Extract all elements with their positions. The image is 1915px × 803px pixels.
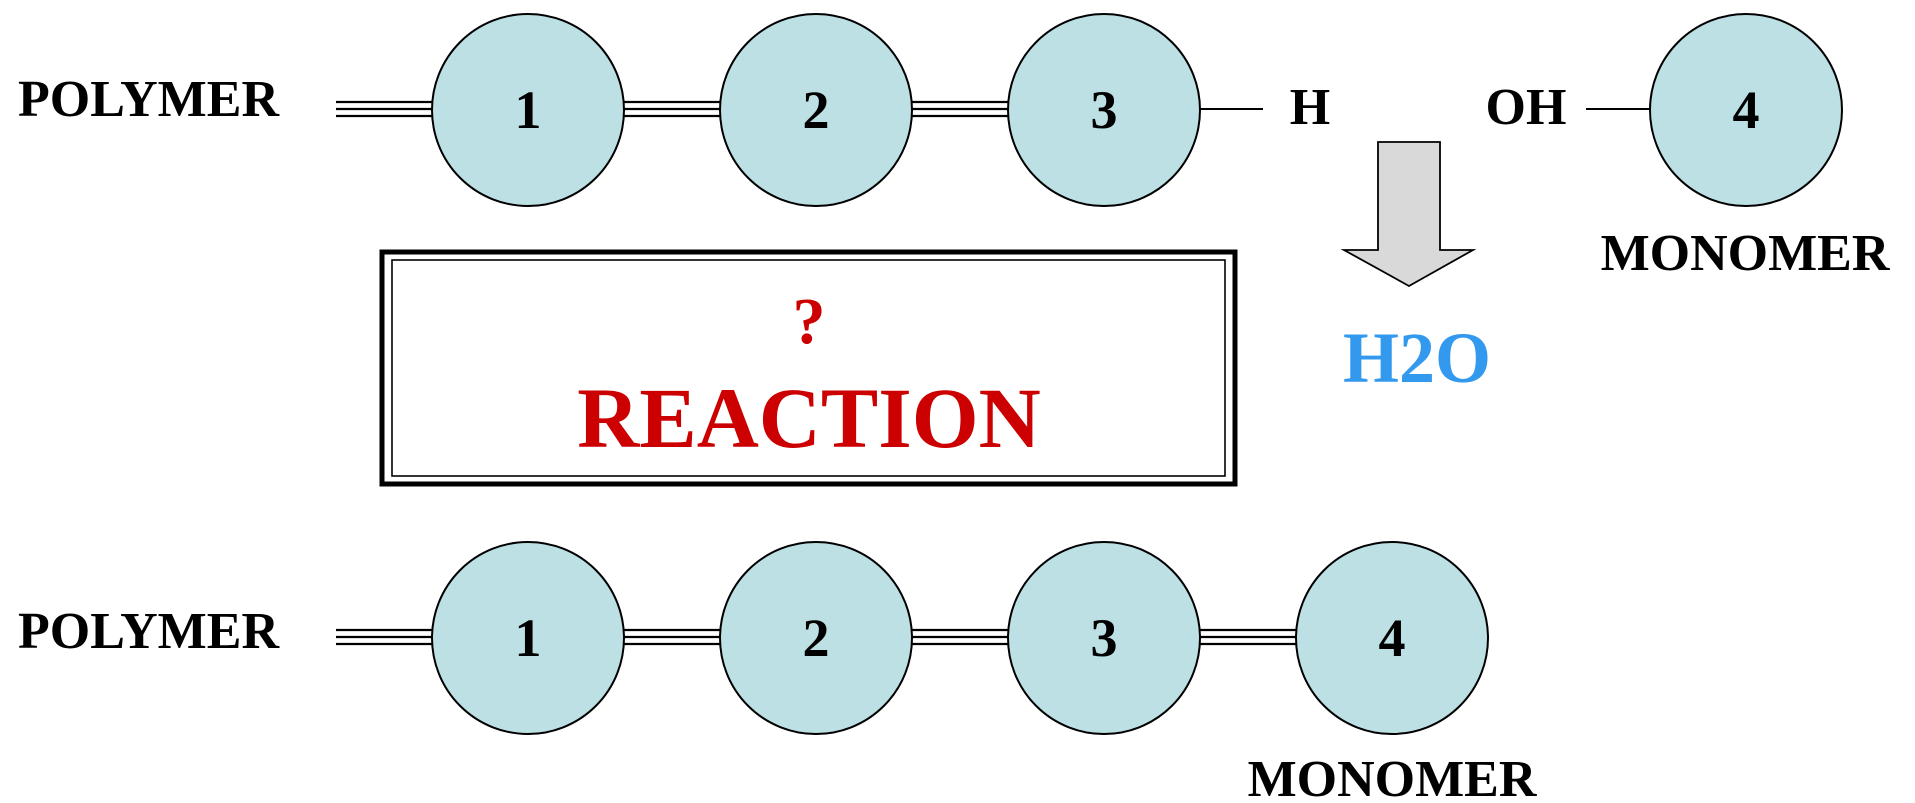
top-bond-polymer-1 bbox=[336, 100, 432, 118]
top-unit-3: 3 bbox=[1007, 13, 1201, 207]
top-unit-3-number: 3 bbox=[1091, 80, 1118, 140]
reaction-question-mark: ? bbox=[793, 285, 826, 358]
down-arrow-icon bbox=[1340, 141, 1477, 288]
bottom-unit-4: 4 bbox=[1295, 541, 1489, 735]
top-unit-2-number: 2 bbox=[803, 80, 830, 140]
bottom-unit-3: 3 bbox=[1007, 541, 1201, 735]
top-bond-2-3 bbox=[910, 100, 1010, 118]
bottom-unit-4-number: 4 bbox=[1379, 608, 1406, 668]
bottom-bond-2-3 bbox=[910, 628, 1010, 646]
top-end-group-h: H bbox=[1290, 79, 1330, 136]
bottom-bond-3-4 bbox=[1198, 628, 1298, 646]
top-bond-1-2 bbox=[622, 100, 722, 118]
bottom-bond-1-2 bbox=[622, 628, 722, 646]
water-byproduct-label: H2O bbox=[1343, 318, 1491, 398]
bottom-polymer-label: POLYMER bbox=[18, 603, 280, 660]
monomer-end-group-oh: OH bbox=[1486, 79, 1567, 136]
top-unit-1: 1 bbox=[431, 13, 625, 207]
free-monomer-label: MONOMER bbox=[1601, 225, 1891, 282]
top-polymer-label: POLYMER bbox=[18, 71, 280, 128]
free-monomer-unit-4: 4 bbox=[1649, 13, 1843, 207]
top-unit-2: 2 bbox=[719, 13, 913, 207]
bottom-unit-2: 2 bbox=[719, 541, 913, 735]
bottom-bond-polymer-1 bbox=[336, 628, 432, 646]
reaction-title: REACTION bbox=[577, 370, 1041, 466]
bottom-unit-1: 1 bbox=[431, 541, 625, 735]
bottom-monomer-label: MONOMER bbox=[1248, 751, 1538, 803]
free-monomer-number: 4 bbox=[1733, 80, 1760, 140]
bottom-unit-3-number: 3 bbox=[1091, 608, 1118, 668]
bottom-unit-2-number: 2 bbox=[803, 608, 830, 668]
bottom-unit-1-number: 1 bbox=[515, 608, 542, 668]
top-unit-1-number: 1 bbox=[515, 80, 542, 140]
reaction-box: ? REACTION bbox=[379, 249, 1238, 487]
